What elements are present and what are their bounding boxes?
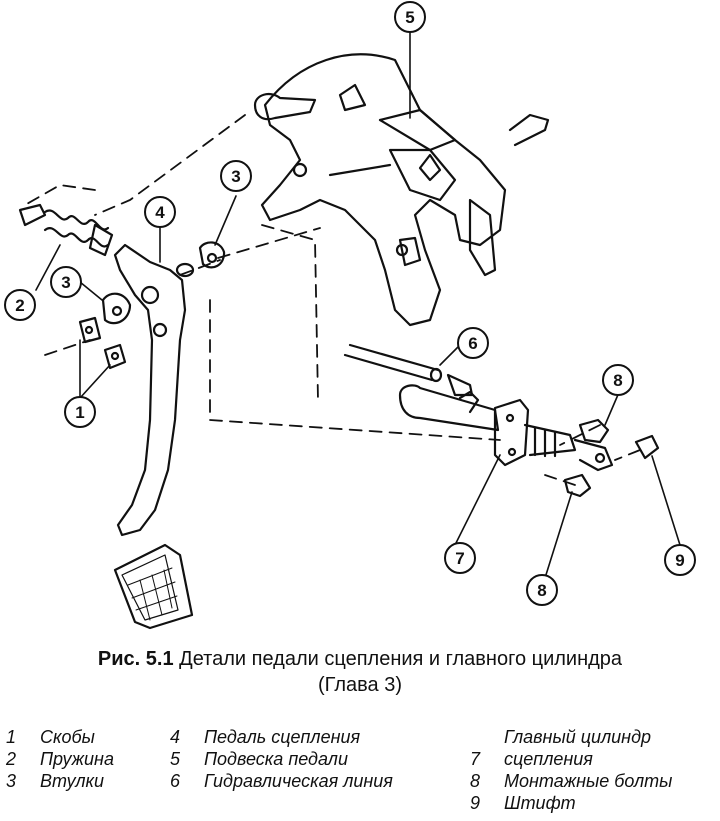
callout-2: 2 bbox=[4, 289, 36, 321]
leader-lines bbox=[35, 31, 681, 579]
legend-item: 7Главный цилиндр сцепления bbox=[470, 727, 652, 769]
callout-8: 8 bbox=[602, 364, 634, 396]
bolt-parts bbox=[563, 418, 610, 498]
pin-part bbox=[634, 434, 660, 460]
callout-number: 1 bbox=[75, 403, 84, 422]
callout-9: 9 bbox=[664, 544, 696, 576]
bushing-parts bbox=[101, 241, 226, 325]
callout-circle bbox=[220, 160, 252, 192]
callout-number: 3 bbox=[61, 273, 70, 292]
callout-circle bbox=[444, 542, 476, 574]
figure-title: Детали педали сцепления и главного цилин… bbox=[179, 648, 623, 670]
callout-1: 1 bbox=[64, 396, 96, 428]
figure-caption: Рис. 5.1 Детали педали сцепления и главн… bbox=[0, 646, 720, 698]
callout-5: 5 bbox=[394, 1, 426, 33]
callout-7: 7 bbox=[444, 542, 476, 574]
callout-circle bbox=[64, 396, 96, 428]
callout-8: 8 bbox=[526, 574, 558, 606]
figure-number: Рис. 5.1 bbox=[97, 648, 174, 670]
callout-circle bbox=[526, 574, 558, 606]
master-cylinder bbox=[398, 384, 614, 472]
figure-subtitle: (Глава 3) bbox=[317, 674, 403, 696]
callout-3: 3 bbox=[50, 266, 82, 298]
callout-3: 3 bbox=[220, 160, 252, 192]
callout-number: 4 bbox=[155, 203, 165, 222]
clutch-pedal bbox=[113, 243, 194, 630]
callout-6: 6 bbox=[457, 327, 489, 359]
callout-circle bbox=[394, 1, 426, 33]
assembly-lines bbox=[24, 114, 641, 486]
callout-circle bbox=[664, 544, 696, 576]
callout-4: 4 bbox=[144, 196, 176, 228]
callout-circle bbox=[457, 327, 489, 359]
callout-circle bbox=[602, 364, 634, 396]
clutch-pedal-diagram: 1 2 3 3 4 5 6 7 8 8 9 bbox=[4, 1, 696, 630]
clip-parts bbox=[78, 316, 127, 370]
pedal-support bbox=[253, 53, 550, 327]
callout-circle bbox=[144, 196, 176, 228]
callout-number: 8 bbox=[613, 371, 622, 390]
callout-number: 3 bbox=[231, 167, 240, 186]
callout-number: 6 bbox=[468, 334, 477, 353]
callout-circle bbox=[50, 266, 82, 298]
callout-number: 5 bbox=[405, 8, 414, 27]
callout-number: 8 bbox=[537, 581, 546, 600]
callout-number: 2 bbox=[15, 296, 24, 315]
callout-number: 9 bbox=[675, 551, 684, 570]
spring-part bbox=[18, 203, 114, 257]
callout-circle bbox=[4, 289, 36, 321]
callout-number: 7 bbox=[455, 549, 464, 568]
